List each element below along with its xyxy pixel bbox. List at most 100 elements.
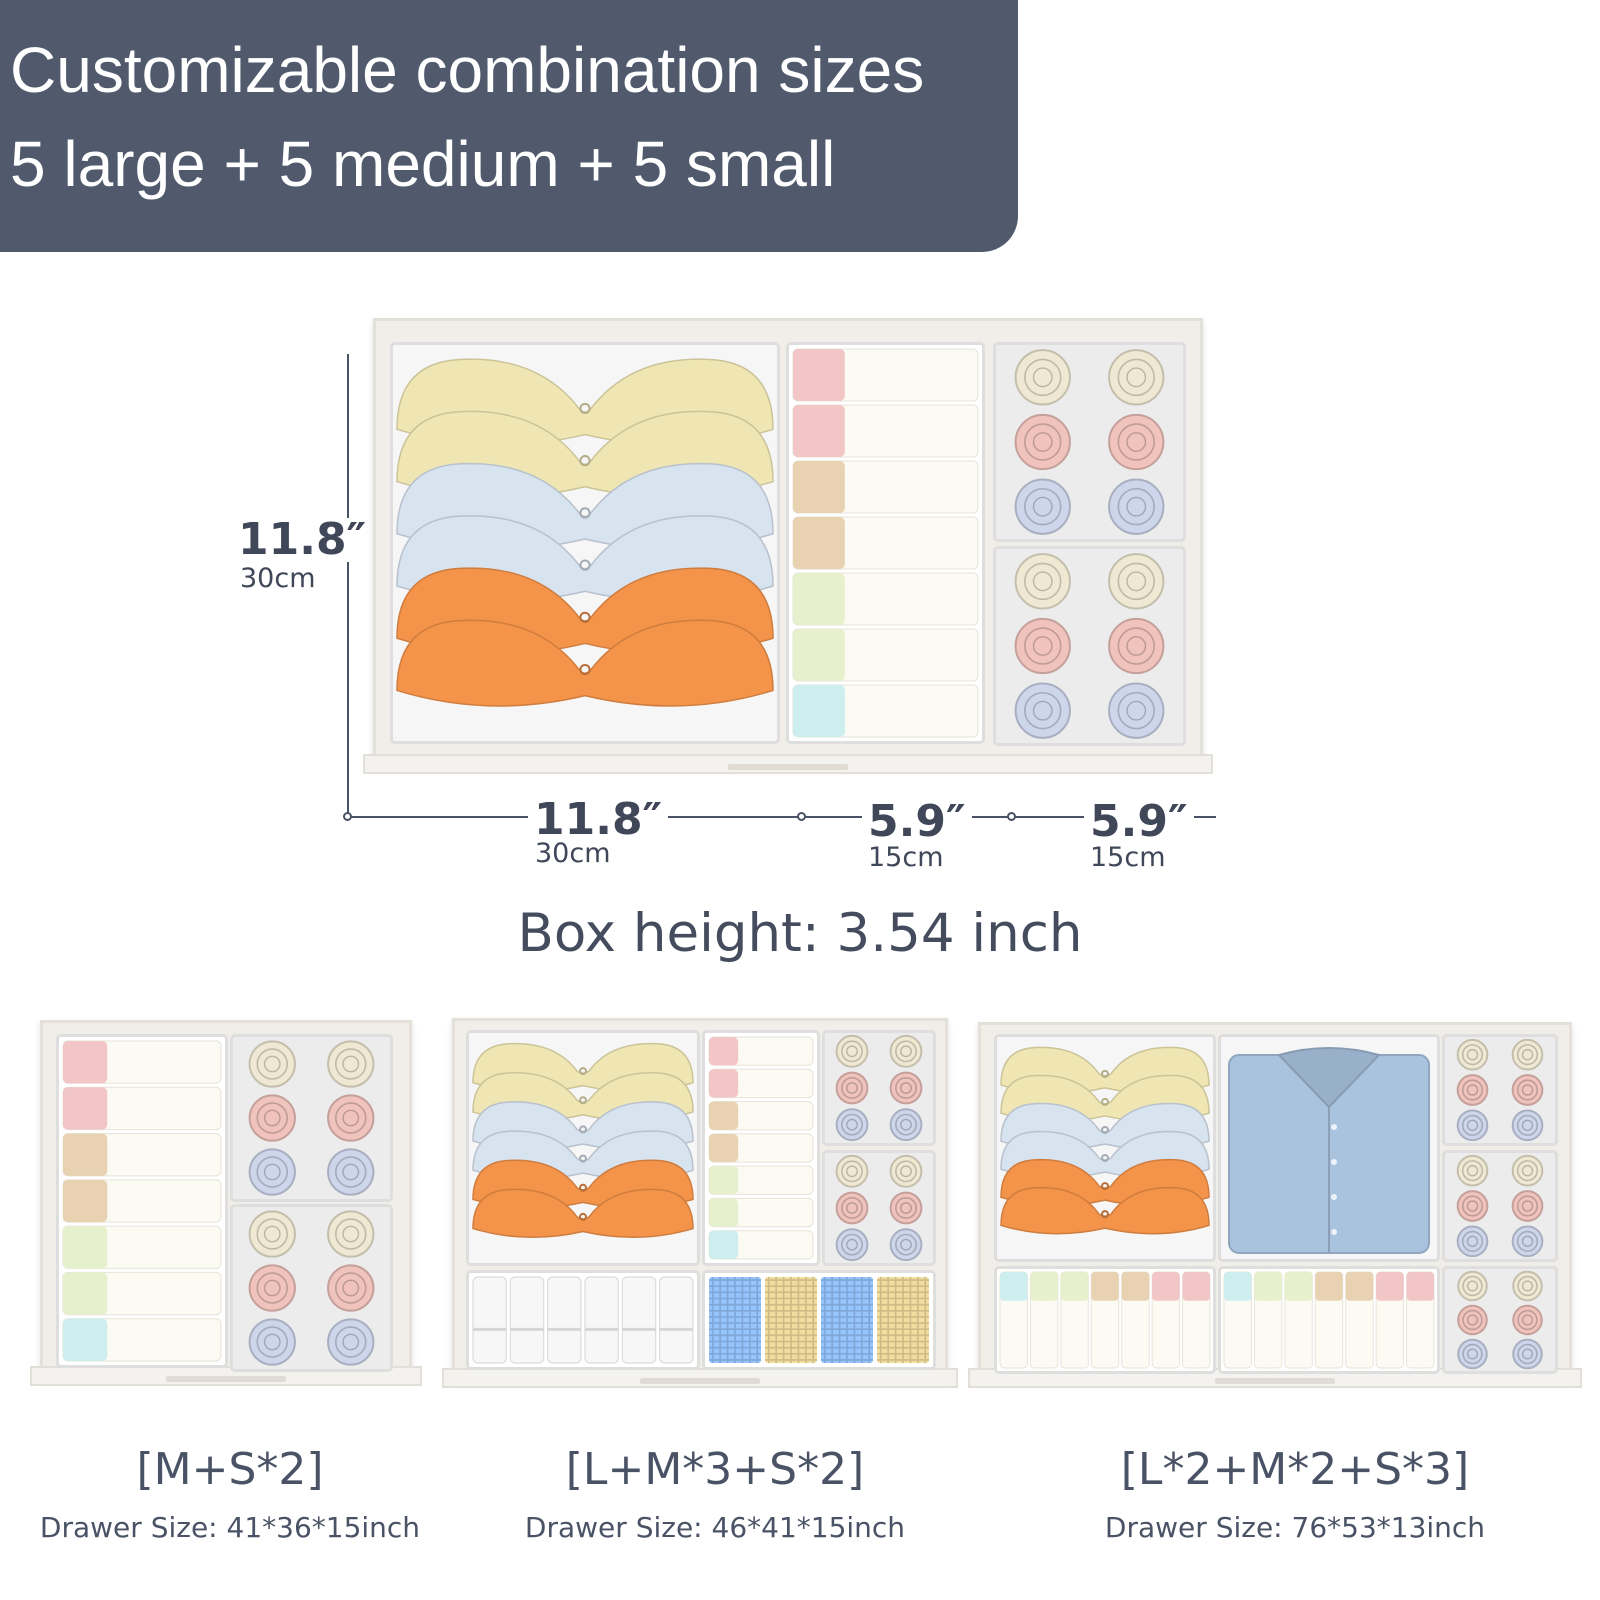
- sock-roll: [1014, 553, 1071, 610]
- bra-bow: [579, 1183, 587, 1192]
- sock-roll: [327, 1318, 375, 1366]
- folded-stack: [792, 348, 979, 738]
- vertical-folded-band: [1406, 1272, 1434, 1301]
- sock-roll-spiral: [1126, 432, 1147, 452]
- towel-roll: [584, 1276, 619, 1364]
- sock-roll-spiral: [1117, 562, 1155, 601]
- combo-2-large-bin: [466, 1030, 700, 1266]
- towel-roll: [547, 1276, 582, 1364]
- vertical-folded-band: [1030, 1272, 1058, 1301]
- vertical-folded-band: [1284, 1272, 1313, 1301]
- sock-roll-spiral: [1032, 571, 1053, 592]
- sock-roll: [1014, 349, 1071, 406]
- combo-2-small-bin-bottom: [822, 1150, 936, 1266]
- sock-roll: [1014, 617, 1071, 675]
- sock-roll: [248, 1210, 296, 1258]
- combo-1-small-bin-bottom: [230, 1204, 393, 1372]
- sock-roll-spiral: [1466, 1164, 1479, 1177]
- folded-item-band: [709, 1101, 739, 1130]
- sock-roll-spiral: [342, 1333, 360, 1351]
- bra-stack: [396, 358, 774, 707]
- large-width-inches: 11.8″: [528, 798, 669, 842]
- banner-subtitle: 5 large + 5 medium + 5 small: [10, 128, 836, 200]
- sock-roll: [1108, 617, 1165, 675]
- combo-1-medium-bin: [56, 1034, 228, 1368]
- sock-roll-spiral: [256, 1048, 289, 1080]
- sock-roll-spiral: [1126, 571, 1147, 592]
- bra-bow: [579, 402, 591, 415]
- bra-cup: [396, 619, 774, 707]
- bra-bow: [579, 1125, 587, 1134]
- sock-roll-spiral: [1126, 496, 1147, 517]
- sock-roll-spiral: [895, 1160, 917, 1183]
- combo-1-drawer-size: Drawer Size: 41*36*15inch: [39, 1511, 421, 1544]
- sock-roll: [1014, 682, 1071, 739]
- combo-3-medium-bin-2: [1218, 1266, 1440, 1374]
- sock-roll-spiral: [263, 1333, 281, 1351]
- towel-roll: [659, 1276, 694, 1364]
- sock-roll-spiral: [1024, 358, 1062, 397]
- sock-roll-spiral: [900, 1165, 912, 1178]
- sock-roll: [1014, 413, 1071, 471]
- sock-roll: [1108, 413, 1165, 471]
- sock-roll-spiral: [895, 1113, 917, 1136]
- small-width-inches: 5.9″: [1084, 800, 1194, 844]
- sock-roll-spiral: [342, 1109, 360, 1127]
- folded-stack: [62, 1040, 222, 1362]
- vertical-folded-band: [1254, 1272, 1282, 1301]
- sock-roll-spiral: [1117, 423, 1155, 461]
- sock-roll-spiral: [1521, 1280, 1534, 1292]
- folded-item-band: [63, 1087, 108, 1130]
- sock-roll-spiral: [342, 1163, 360, 1181]
- bra-stack: [1000, 1046, 1210, 1235]
- folded-item-band: [709, 1133, 739, 1163]
- sock-rolls: [1457, 1270, 1543, 1370]
- shirt-button: [1331, 1229, 1337, 1235]
- towel-roll: [509, 1276, 545, 1364]
- sock-roll-spiral: [1032, 367, 1053, 388]
- sock-roll-spiral: [1516, 1114, 1539, 1136]
- sock-roll-spiral: [1024, 562, 1062, 601]
- sock-roll-spiral: [1466, 1084, 1479, 1096]
- shirt-button: [1331, 1124, 1337, 1130]
- sock-roll: [327, 1148, 375, 1196]
- combo-3-drawer-size: Drawer Size: 76*53*13inch: [1104, 1511, 1486, 1544]
- sock-roll-spiral: [334, 1102, 367, 1134]
- width-dimension-line: [350, 816, 1216, 818]
- bra-bow: [579, 611, 591, 623]
- combo-3-small-bin-1: [1442, 1034, 1558, 1146]
- rolled-towels: [472, 1276, 694, 1364]
- vertical-folded-band: [1224, 1272, 1252, 1301]
- sock-roll: [248, 1148, 296, 1196]
- sock-roll-spiral: [1517, 1309, 1538, 1331]
- folded-item-band: [709, 1198, 739, 1227]
- vertical-folded-band: [1000, 1272, 1028, 1301]
- sock-roll: [327, 1210, 375, 1258]
- shirt-collar: [1277, 1047, 1381, 1109]
- sock-roll-spiral: [263, 1279, 281, 1297]
- sock-roll-spiral: [1516, 1044, 1539, 1066]
- sock-roll-spiral: [895, 1233, 917, 1256]
- combo-3-medium-bin-1: [994, 1266, 1216, 1374]
- sock-roll-spiral: [1466, 1348, 1479, 1360]
- sock-roll-spiral: [1521, 1084, 1534, 1096]
- sock-rolls: [248, 1040, 375, 1196]
- combo-2-medium-bin-towels: [466, 1270, 700, 1370]
- medium-bin: [786, 342, 985, 744]
- sock-rolls: [1014, 553, 1165, 739]
- sock-roll-spiral: [895, 1040, 917, 1063]
- sock-roll-spiral: [1126, 367, 1147, 388]
- folded-stack: [708, 1036, 814, 1260]
- vertical-folded-stack: [1223, 1271, 1435, 1369]
- sock-roll: [248, 1040, 296, 1088]
- sock-roll: [327, 1264, 375, 1312]
- dimension-dot-mid: [797, 812, 806, 821]
- combo-2-drawer-handle: [640, 1378, 760, 1384]
- combo-2-medium-bin-boxers: [702, 1270, 936, 1370]
- shirt-button: [1331, 1194, 1337, 1200]
- sock-roll-spiral: [841, 1040, 863, 1063]
- bra-bow: [579, 1212, 587, 1221]
- sock-roll-spiral: [846, 1202, 858, 1214]
- folded-item-band: [793, 349, 845, 401]
- bra-bow: [579, 663, 591, 676]
